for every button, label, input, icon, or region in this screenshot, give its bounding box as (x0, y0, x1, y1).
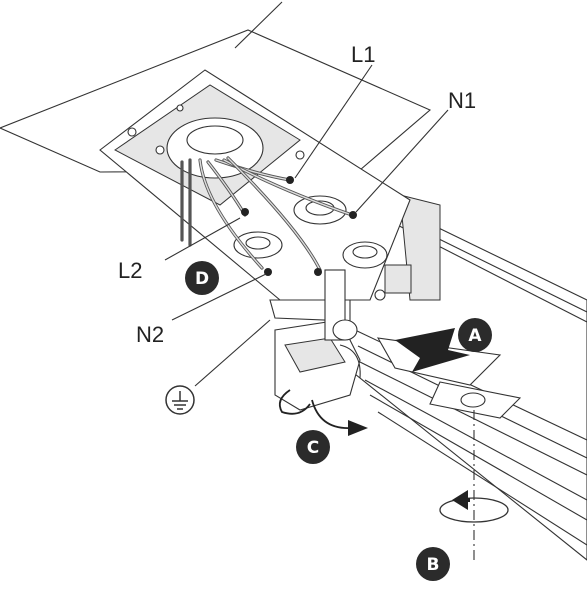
badge-a-text: A (468, 326, 482, 346)
label-l2: L2 (118, 258, 142, 283)
wires (180, 156, 357, 276)
label-l1: L1 (351, 42, 375, 67)
badge-d: D (185, 261, 219, 295)
ground-icon (165, 319, 271, 415)
badge-b-text: B (427, 555, 440, 575)
connector-clip (274, 269, 361, 415)
arrow-a-icon (395, 328, 470, 372)
badge-c-text: C (307, 438, 319, 458)
arrow-curve-icon (311, 399, 368, 436)
leader-lines (164, 64, 449, 321)
badge-d-text: D (195, 269, 209, 289)
junction-box (99, 69, 412, 321)
label-n1: N1 (448, 88, 476, 113)
badge-b: B (416, 547, 450, 581)
badge-c: C (296, 430, 330, 464)
ceiling-plate (0, 1, 432, 173)
badge-a: A (458, 318, 492, 352)
rotate-icon (439, 410, 509, 560)
label-n2: N2 (136, 322, 164, 347)
